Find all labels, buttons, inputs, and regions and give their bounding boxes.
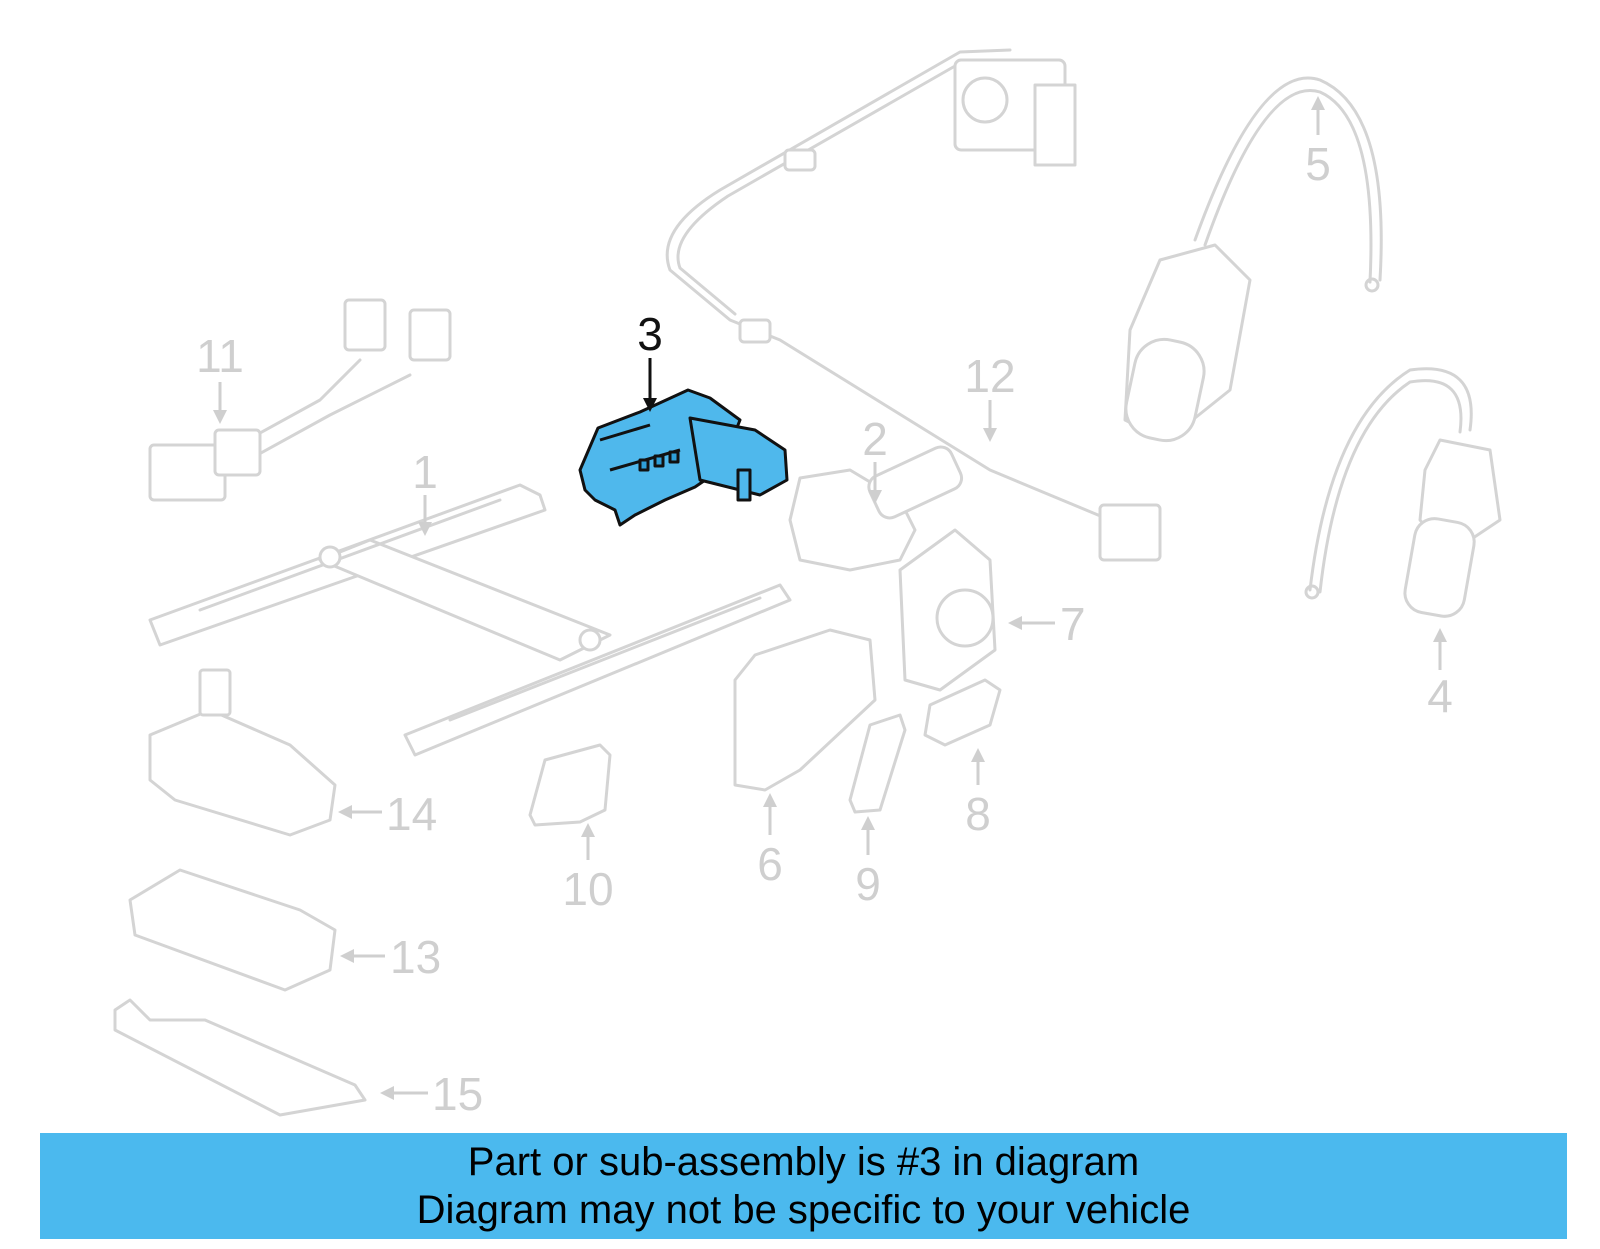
- callout-2: 2: [862, 413, 888, 504]
- part-8-cap: [923, 678, 1002, 747]
- callout-6: 6: [757, 793, 783, 890]
- part-13-module: [128, 868, 337, 992]
- part-15-bracket: [113, 998, 367, 1117]
- svg-text:4: 4: [1427, 670, 1453, 722]
- part-4-actuator: [1304, 367, 1502, 618]
- svg-text:9: 9: [855, 858, 881, 910]
- svg-text:12: 12: [964, 350, 1015, 402]
- svg-text:14: 14: [386, 788, 437, 840]
- part-3-highlighted: [578, 388, 789, 527]
- part-1-seat-track: [148, 483, 792, 757]
- part-9-knob: [848, 713, 907, 814]
- callout-13: 13: [340, 931, 441, 983]
- part-10-switch: [528, 743, 612, 827]
- svg-text:10: 10: [562, 863, 613, 915]
- svg-text:15: 15: [432, 1068, 483, 1120]
- callout-15: 15: [380, 1068, 483, 1120]
- svg-text:1: 1: [412, 446, 438, 498]
- info-banner: Part or sub-assembly is #3 in diagram Di…: [40, 1133, 1567, 1239]
- callout-14: 14: [338, 788, 437, 840]
- callout-3: 3: [637, 308, 663, 412]
- part-11-harness: [148, 298, 452, 502]
- part-5-actuator: [1123, 76, 1383, 443]
- callout-12: 12: [964, 350, 1016, 442]
- callout-7: 7: [1008, 598, 1086, 650]
- callout-4: 4: [1427, 628, 1453, 722]
- callout-8: 8: [965, 748, 991, 840]
- part-7-switch: [898, 528, 997, 692]
- svg-text:8: 8: [965, 788, 991, 840]
- svg-text:13: 13: [390, 931, 441, 983]
- callout-5: 5: [1305, 96, 1331, 190]
- part-14-tray: [148, 668, 337, 837]
- part-2-motor: [788, 445, 964, 572]
- banner-line-disclaimer: Diagram may not be specific to your vehi…: [416, 1188, 1191, 1232]
- part-6-panel: [733, 628, 877, 792]
- callout-11: 11: [196, 330, 244, 424]
- callout-1: 1: [412, 446, 438, 536]
- banner-line-part: Part or sub-assembly is #3 in diagram: [467, 1140, 1140, 1184]
- svg-text:6: 6: [757, 838, 783, 890]
- part-12-cable: [665, 48, 1162, 562]
- callout-9: 9: [855, 816, 881, 910]
- svg-text:7: 7: [1060, 598, 1086, 650]
- svg-text:11: 11: [196, 330, 244, 382]
- callout-10: 10: [562, 823, 614, 915]
- svg-text:3: 3: [637, 308, 663, 360]
- svg-text:5: 5: [1305, 138, 1331, 190]
- svg-text:2: 2: [862, 413, 888, 465]
